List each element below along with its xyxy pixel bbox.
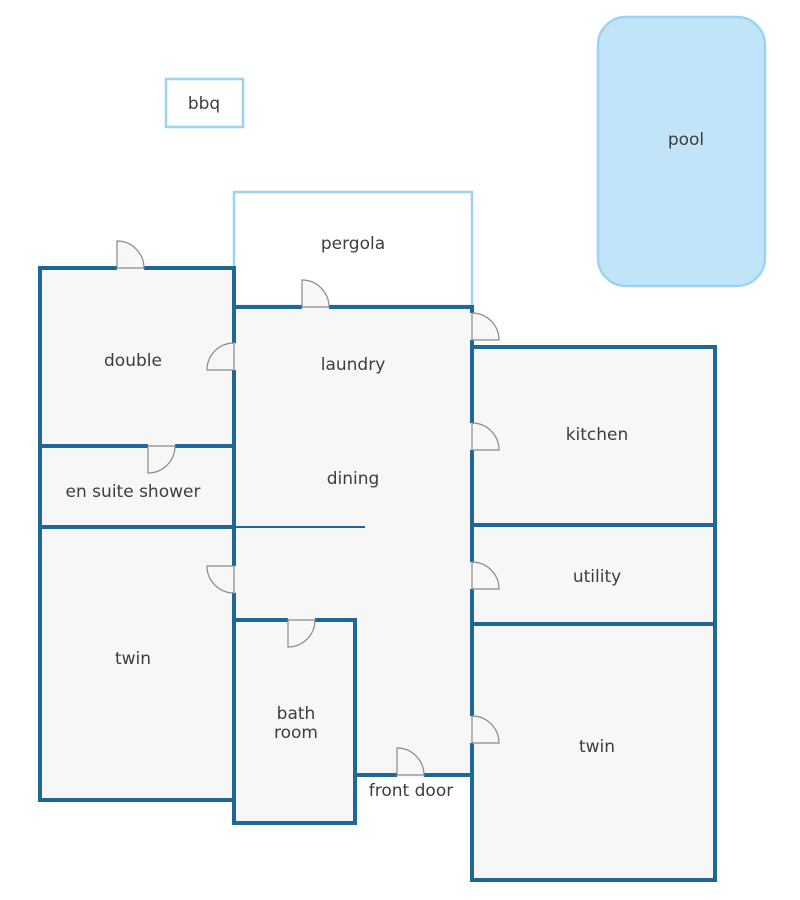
door-double-side-icon[interactable] (206, 342, 235, 371)
room-utility (470, 523, 717, 626)
label-bath-line2: room (274, 723, 318, 743)
door-front-icon[interactable] (396, 747, 425, 776)
label-pergola: pergola (321, 234, 385, 254)
door-bath-icon[interactable] (287, 619, 316, 648)
label-double: double (104, 351, 162, 371)
bbq-area (164, 77, 245, 129)
label-twin-right: twin (579, 737, 615, 757)
room-bathroom (232, 618, 357, 825)
label-bath-line1: bath (277, 704, 316, 724)
label-laundry: laundry (321, 355, 386, 375)
label-utility: utility (573, 567, 621, 587)
room-twin-left (38, 525, 236, 802)
label-pool: pool (668, 130, 704, 150)
door-double-top-icon[interactable] (116, 240, 145, 269)
label-front-door: front door (369, 781, 453, 801)
door-twin-right-icon[interactable] (471, 715, 500, 744)
label-kitchen: kitchen (566, 425, 629, 445)
door-pergola-icon[interactable] (301, 279, 330, 308)
pool-area (596, 15, 767, 288)
label-en-suite: en suite shower (66, 482, 201, 502)
room-kitchen (470, 345, 717, 527)
door-utility-icon[interactable] (471, 561, 500, 590)
label-bbq: bbq (188, 94, 220, 114)
room-twin-right (470, 622, 717, 882)
label-twin-left: twin (115, 649, 151, 669)
door-kitchen-icon[interactable] (471, 422, 500, 451)
label-dining: dining (327, 469, 380, 489)
door-outside-icon[interactable] (471, 312, 500, 341)
door-twin-left-icon[interactable] (206, 565, 235, 594)
door-en-suite-icon[interactable] (147, 445, 176, 474)
